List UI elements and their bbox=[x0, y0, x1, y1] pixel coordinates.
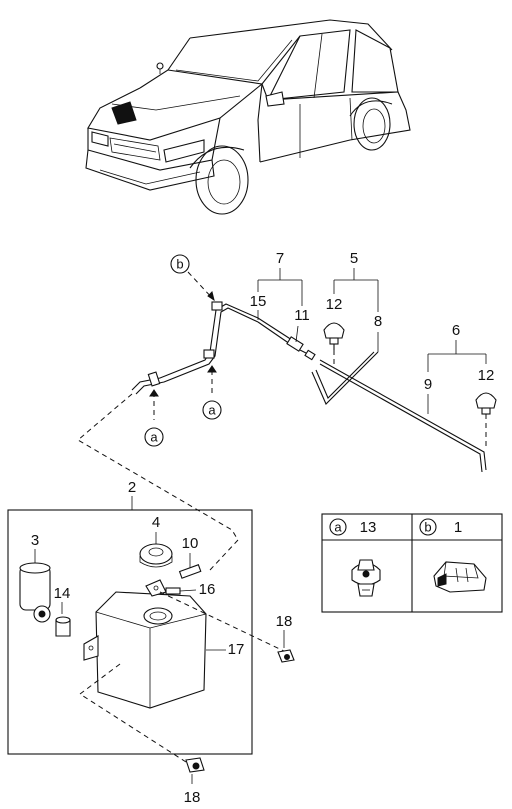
hose-assembly: b a a 7 15 11 5 bbox=[77, 250, 497, 571]
callout-17: 17 bbox=[228, 641, 245, 658]
callout-14: 14 bbox=[54, 585, 71, 602]
ref-a-mid-circle bbox=[202, 400, 222, 420]
legend-a-part: 13 bbox=[360, 519, 377, 536]
vehicle-illustration bbox=[85, 19, 411, 215]
legend-table: a 13 b 1 bbox=[321, 513, 503, 613]
reservoir-box bbox=[7, 509, 253, 755]
clip-1-drawing bbox=[433, 561, 487, 593]
callout-5: 5 bbox=[350, 250, 358, 267]
ref-a-left-circle bbox=[144, 427, 164, 447]
callout-11: 11 bbox=[294, 307, 310, 324]
ref-a-mid-label: a bbox=[208, 403, 216, 418]
callout-4: 4 bbox=[152, 514, 160, 531]
reservoir-cap bbox=[139, 543, 173, 565]
callout-2: 2 bbox=[128, 479, 136, 496]
callout-7: 7 bbox=[276, 250, 284, 267]
clip-b-ref-label: b bbox=[176, 257, 183, 272]
callout-8: 8 bbox=[374, 313, 382, 330]
callout-10: 10 bbox=[182, 535, 199, 552]
callout-16: 16 bbox=[199, 581, 216, 598]
ref-a-left-label: a bbox=[150, 430, 158, 445]
callout-12-left: 12 bbox=[326, 296, 343, 313]
callout-9: 9 bbox=[424, 376, 432, 393]
callout-6: 6 bbox=[452, 322, 460, 339]
clip-13-drawing bbox=[351, 559, 381, 597]
callout-12-right: 12 bbox=[478, 367, 495, 384]
clip-b-ref-circle bbox=[170, 254, 190, 274]
callout-18-bottom: 18 bbox=[184, 789, 201, 806]
callout-18-top: 18 bbox=[276, 613, 293, 630]
legend-a-marker: a bbox=[334, 520, 342, 535]
legend-b-part: 1 bbox=[454, 519, 462, 536]
bolts: 18 18 bbox=[184, 613, 295, 806]
reservoir-assembly: 2 3 14 4 10 16 bbox=[7, 479, 287, 763]
callout-15: 15 bbox=[250, 293, 267, 310]
legend-a-marker-circle bbox=[329, 518, 347, 536]
legend-b-marker: b bbox=[424, 520, 431, 535]
callout-3: 3 bbox=[31, 532, 39, 549]
legend-b-marker-circle bbox=[419, 518, 437, 536]
